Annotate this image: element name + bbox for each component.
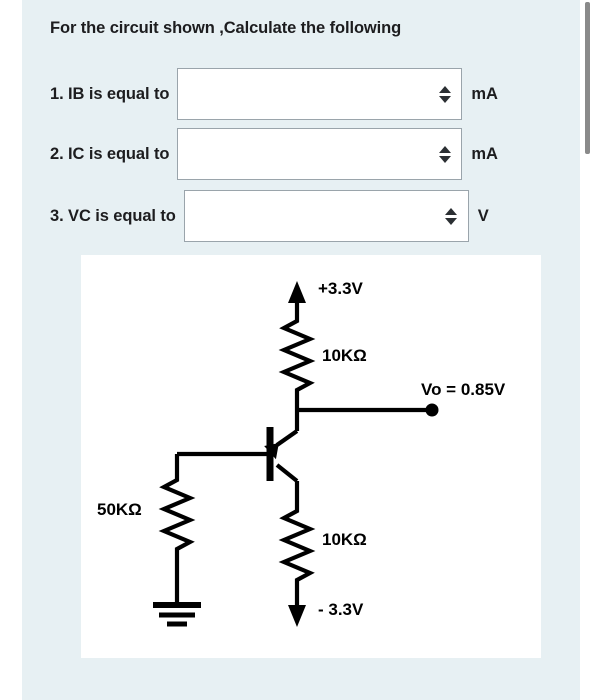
question-card: For the circuit shown ,Calculate the fol… <box>22 0 580 700</box>
answer-field-ic[interactable] <box>177 128 463 180</box>
answer-field-vc[interactable] <box>183 190 469 242</box>
circuit-diagram-image: +3.3V 10KΩ Vo = 0.85V 50KΩ 10KΩ - 3.3V <box>81 255 541 658</box>
page-title: For the circuit shown ,Calculate the fol… <box>50 19 402 37</box>
unit-label-vc: V <box>477 206 489 225</box>
chevron-down-icon[interactable] <box>438 155 451 163</box>
supply-negative-arrowhead <box>288 605 306 627</box>
ib-input[interactable] <box>178 69 462 119</box>
label-supply-negative: - 3.3V <box>318 600 364 619</box>
unit-label-ib: mA <box>471 84 498 103</box>
label-output-voltage: Vo = 0.85V <box>421 380 506 399</box>
chevron-up-icon[interactable] <box>438 85 451 93</box>
answer-field-ib[interactable] <box>177 68 463 120</box>
vc-input[interactable] <box>184 191 468 241</box>
ground-symbol <box>153 600 201 627</box>
supply-positive-arrowhead <box>288 281 306 303</box>
ic-input[interactable] <box>178 129 462 179</box>
vertical-scrollbar[interactable] <box>581 0 595 700</box>
vc-spinner[interactable] <box>445 205 458 227</box>
transistor-emitter-arrow <box>264 443 279 460</box>
chevron-down-icon[interactable] <box>438 95 451 103</box>
answer-row-vc: 3. VC is equal to V <box>50 190 489 242</box>
scrollbar-thumb[interactable] <box>585 2 590 154</box>
chevron-up-icon[interactable] <box>445 207 458 215</box>
base-resistor-50k <box>158 477 196 600</box>
answer-label-vc: 3. VC is equal to <box>50 206 176 225</box>
label-supply-positive: +3.3V <box>318 279 364 298</box>
label-base-resistor: 50KΩ <box>97 500 142 519</box>
output-node-dot <box>425 403 439 417</box>
label-collector-resistor: 10KΩ <box>322 346 367 365</box>
circuit-schematic: +3.3V 10KΩ Vo = 0.85V 50KΩ 10KΩ - 3.3V <box>97 279 506 627</box>
emitter-slope <box>275 463 299 483</box>
ib-spinner[interactable] <box>438 83 451 105</box>
chevron-up-icon[interactable] <box>438 145 451 153</box>
answer-label-ic: 2. IC is equal to <box>50 144 170 163</box>
emitter-resistor-10k <box>278 508 316 600</box>
answer-row-ib: 1. IB is equal to mA <box>50 68 498 120</box>
answer-row-ic: 2. IC is equal to mA <box>50 128 498 180</box>
label-emitter-resistor: 10KΩ <box>322 530 367 549</box>
answer-label-ib: 1. IB is equal to <box>50 84 170 103</box>
collector-resistor-10k <box>278 318 316 410</box>
collector-slope <box>275 429 299 447</box>
unit-label-ic: mA <box>471 144 498 163</box>
ic-spinner[interactable] <box>438 143 451 165</box>
chevron-down-icon[interactable] <box>445 217 458 225</box>
